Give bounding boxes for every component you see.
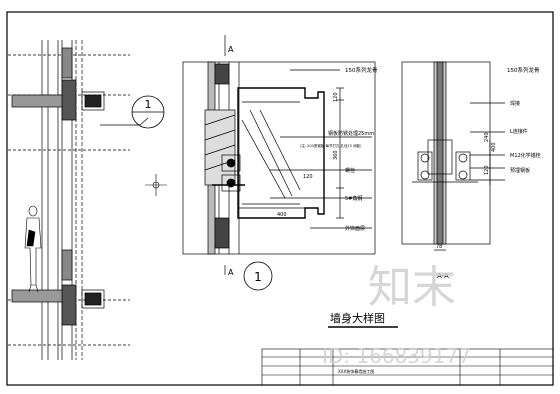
label-steel-plate-note: (注: 200宽钢板 每节打孔 孔径15 间距) bbox=[300, 143, 362, 148]
sec-label-embed: 预埋钢板 bbox=[510, 167, 530, 174]
drawing-title: 墙身大样图 bbox=[330, 311, 385, 325]
label-finish: 外饰面层 bbox=[345, 225, 365, 232]
dim-main-1: 120 bbox=[333, 92, 339, 102]
dim-main-4: 400 bbox=[277, 212, 287, 218]
label-angle: 5#角钢 bbox=[345, 195, 362, 202]
section-mark-bottom: A bbox=[228, 268, 234, 277]
section-a-a-view bbox=[401, 61, 505, 251]
section-title: A-A bbox=[437, 272, 449, 280]
label-steel-plate: 钢板防锈处理25mm bbox=[328, 130, 374, 137]
sec-label-connector: L连接件 bbox=[510, 128, 528, 135]
dim-sec-3: 120 bbox=[484, 165, 490, 175]
dim-main-3: 120 bbox=[303, 174, 313, 180]
dim-sec-4: 78 bbox=[436, 244, 442, 250]
main-detail-labels: A A 150系列龙骨 钢板防锈处理25mm (注: 200宽钢板 每节打孔 孔… bbox=[228, 45, 378, 277]
title-block-text: XXX装饰幕墙施工图 bbox=[338, 368, 374, 374]
watermark-id: ID: 166839177 bbox=[322, 344, 471, 368]
sec-label-profile-top: 150系列龙骨 bbox=[507, 66, 540, 74]
detail-number: 1 bbox=[254, 270, 262, 284]
watermark-logo: 知末 bbox=[368, 262, 456, 313]
sec-label-anchor: M12化学锚栓 bbox=[510, 152, 541, 159]
label-bolt: 螺栓 bbox=[345, 167, 355, 174]
title-block bbox=[261, 348, 554, 386]
elevation-view bbox=[8, 40, 149, 360]
dim-sec-1: 240 bbox=[484, 132, 490, 142]
section-a-a-labels: A-A 150系列龙骨 焊接 L连接件 M12化学锚栓 预埋钢板 240 400… bbox=[436, 66, 541, 280]
label-profile-top: 150系列龙骨 bbox=[345, 66, 378, 74]
sheet-border bbox=[6, 11, 554, 386]
main-detail-view bbox=[182, 35, 376, 275]
sec-label-weld: 焊接 bbox=[510, 100, 520, 107]
section-mark-top: A bbox=[228, 45, 234, 54]
detail-label: 1 墙身大样图 bbox=[243, 261, 398, 328]
dim-main-2: 360 bbox=[333, 150, 339, 160]
detail-callout: 1 bbox=[131, 95, 165, 129]
crosshair-mark bbox=[145, 174, 167, 196]
callout-number: 1 bbox=[145, 98, 152, 111]
watermark: 知末 ID: 166839177 bbox=[322, 262, 471, 368]
human-scale-figure bbox=[24, 205, 42, 293]
dim-sec-2: 400 bbox=[491, 142, 497, 152]
